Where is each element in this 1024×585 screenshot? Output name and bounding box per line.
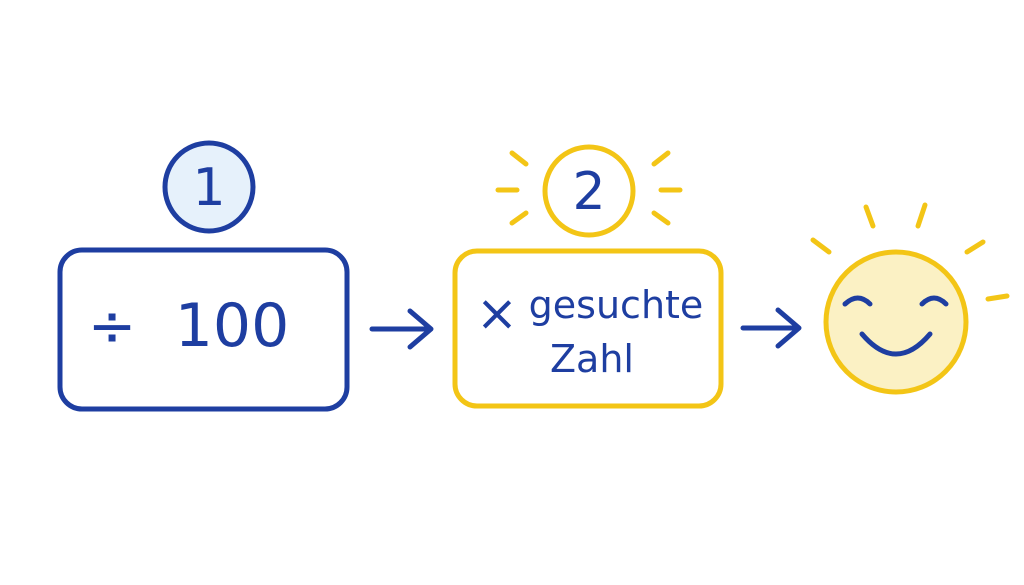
step-1-operand: 100 (175, 291, 290, 361)
step-2-box-frame (452, 248, 724, 409)
step-2-number: 2 (572, 162, 605, 222)
step-1-badge: 1 (162, 140, 256, 234)
step-2-badge-circle (542, 144, 636, 238)
step-2-label-line-1: gesuchte (529, 283, 704, 327)
step-1-box-frame (57, 247, 350, 412)
step-2-badge-rays (495, 150, 683, 226)
step-1-badge-circle (162, 140, 256, 234)
multiply-icon: × (476, 284, 518, 342)
arrow-right-icon (369, 308, 434, 350)
step-2-box: × gesuchte Zahl (452, 248, 724, 409)
step-2-badge: 2 (542, 144, 636, 238)
smiley-sun-icon (810, 202, 1010, 395)
step-1-box: ÷ 100 (57, 247, 350, 412)
sun-face (823, 249, 969, 395)
step-2-label-line-2: Zahl (550, 337, 634, 381)
divide-icon: ÷ (88, 292, 137, 360)
step-1-number: 1 (192, 158, 225, 218)
arrow-right-icon (740, 307, 802, 349)
sun-rays (810, 202, 1010, 302)
sun-face-features (842, 295, 949, 357)
